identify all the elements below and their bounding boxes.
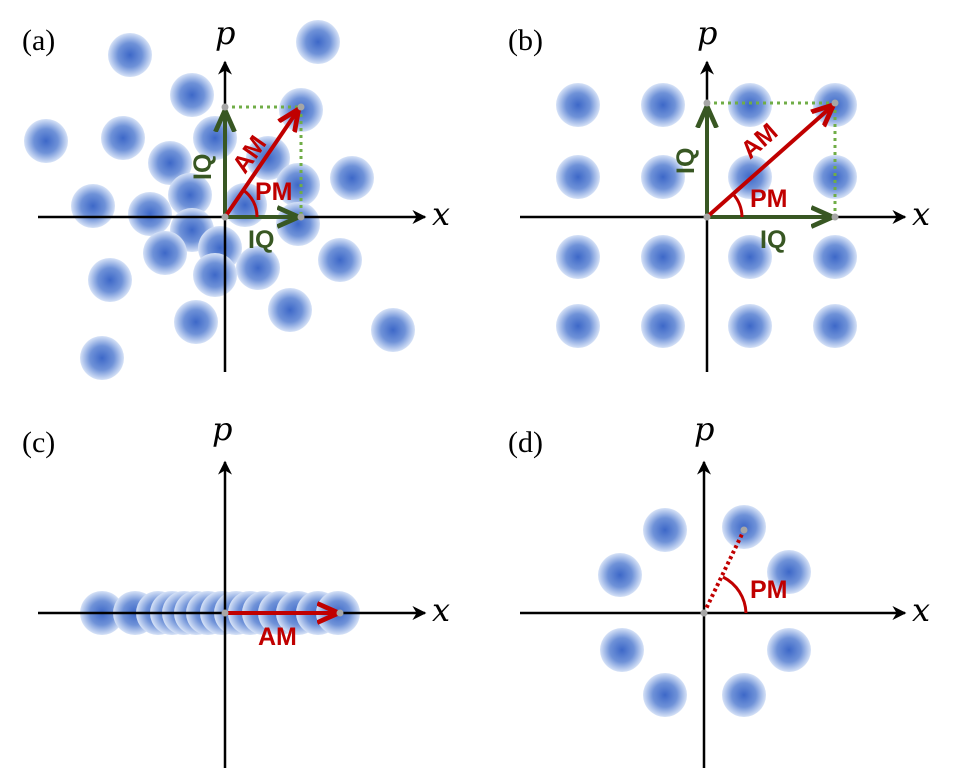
iq-horizontal-label: IQ [248, 226, 274, 254]
state-blob [728, 83, 772, 127]
state-blob [268, 288, 312, 332]
am-arrow [223, 113, 296, 219]
x-axis-label: x [432, 591, 450, 629]
panel-label: (d) [508, 426, 543, 459]
iq-horizontal-label: IQ [760, 226, 786, 254]
iq-vertical-label: IQ [672, 148, 700, 174]
state-blob [174, 300, 218, 344]
state-blob [641, 304, 685, 348]
state-blob [128, 192, 172, 236]
grey-point [221, 609, 229, 617]
state-blob [556, 235, 600, 279]
state-blob [80, 336, 124, 380]
panel-c: (c) x p AM [22, 410, 450, 768]
state-blob [276, 163, 320, 207]
state-blob [598, 553, 642, 597]
state-blob [641, 235, 685, 279]
state-blob [88, 258, 132, 302]
panel-d: (d) x p PM [508, 410, 930, 768]
state-blob [24, 119, 68, 163]
p-axis-label: p [697, 14, 717, 52]
panel-a: (a) x p AM PM IQ IQ [22, 14, 450, 380]
p-axis-label: p [212, 410, 232, 448]
x-axis-label: x [912, 195, 930, 233]
grey-point [297, 103, 305, 111]
grey-point [221, 213, 229, 221]
am-label: AM [258, 623, 297, 651]
pm-arc [722, 575, 748, 614]
state-blob [71, 184, 115, 228]
grey-point [297, 213, 305, 221]
state-blob [108, 33, 152, 77]
state-blob [148, 141, 192, 185]
grey-point [336, 609, 344, 617]
state-blob [556, 83, 600, 127]
state-blob [813, 235, 857, 279]
state-blob [767, 550, 811, 594]
state-blob [767, 628, 811, 672]
grey-point [703, 99, 711, 107]
state-blob [600, 628, 644, 672]
panel-label: (c) [22, 426, 55, 459]
pm-arc [731, 192, 744, 218]
state-blob [722, 673, 766, 717]
pm-label: PM [255, 178, 293, 206]
state-blob [170, 73, 214, 117]
state-blob [330, 156, 374, 200]
grey-point [700, 609, 708, 617]
state-blob [371, 308, 415, 352]
x-axis-label: x [912, 591, 930, 629]
panel-a-blobs [24, 20, 415, 380]
state-blob [813, 155, 857, 199]
p-axis-label: p [694, 410, 714, 448]
state-blob [728, 304, 772, 348]
state-blob [641, 155, 685, 199]
panel-label: (a) [22, 24, 55, 57]
state-blob [276, 202, 320, 246]
panel-d-blobs [598, 505, 811, 717]
pm-label: PM [750, 576, 788, 604]
panel-label: (b) [508, 24, 543, 57]
grey-point [703, 213, 711, 221]
pm-dotted-line [702, 529, 746, 614]
state-blob [101, 116, 145, 160]
grey-point [221, 103, 229, 111]
state-blob [143, 231, 187, 275]
state-blob [318, 238, 362, 282]
grey-point [740, 526, 748, 534]
state-blob [556, 155, 600, 199]
state-blob [296, 20, 340, 64]
pm-label: PM [750, 185, 788, 213]
x-axis-label: x [432, 195, 450, 233]
state-blob [813, 304, 857, 348]
state-blob [193, 116, 237, 160]
am-arrow [705, 108, 830, 219]
pm-arc [242, 188, 259, 218]
state-blob [728, 235, 772, 279]
panel-b: (b) x p AM PM IQ IQ [508, 14, 930, 372]
state-blob [236, 246, 280, 290]
state-blob [556, 304, 600, 348]
grey-point [831, 99, 839, 107]
grey-point [831, 213, 839, 221]
iq-vertical-label: IQ [189, 154, 217, 180]
state-blob [168, 173, 212, 217]
state-blob [641, 83, 685, 127]
state-blob [643, 673, 687, 717]
p-axis-label: p [215, 14, 235, 52]
state-blob [643, 508, 687, 552]
state-blob [193, 253, 237, 297]
